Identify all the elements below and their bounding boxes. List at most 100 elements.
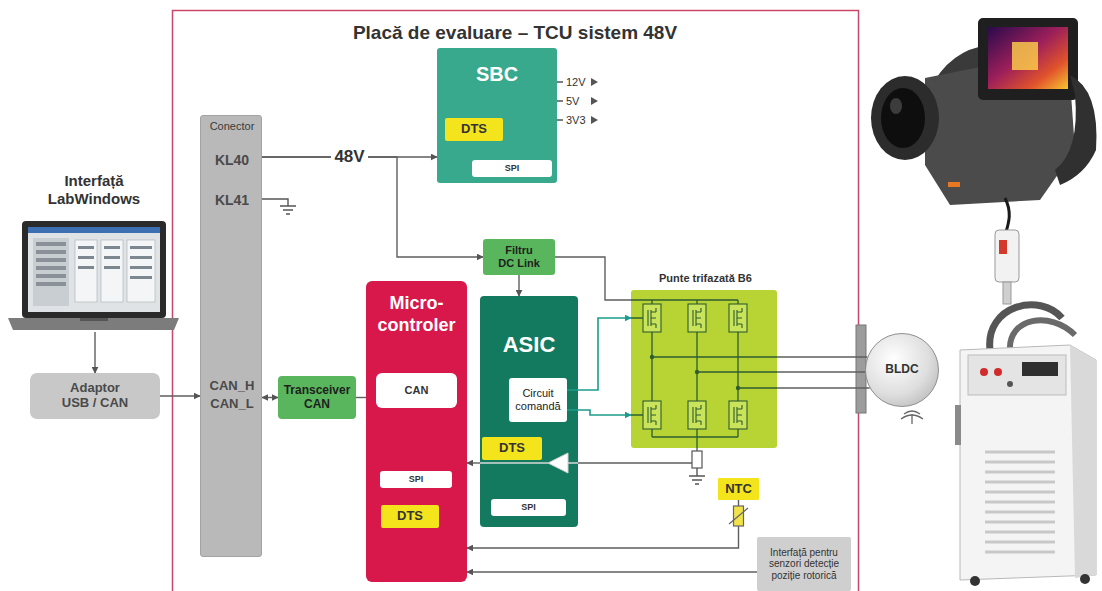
can-block-label: CAN	[405, 384, 429, 397]
ntc-resistor-symbol	[729, 508, 748, 524]
driver-block-label: Circuit comandă	[512, 387, 564, 412]
laptop-illustration	[78, 246, 94, 249]
spi-tag-label: SPI	[505, 163, 520, 173]
laptop-illustration	[130, 256, 152, 259]
ground-symbol	[280, 206, 296, 214]
laptop-illustration	[28, 227, 160, 312]
bridge-title: Punte trifazată B6	[659, 272, 789, 285]
bridge-schematic	[643, 401, 661, 429]
dts-tag: DTS	[482, 437, 542, 460]
bridge-schematic	[631, 290, 777, 448]
spi-tag: SPI	[491, 499, 566, 516]
thermal-chamber	[985, 531, 1055, 534]
bridge-schematic	[688, 401, 706, 429]
bridge-schematic	[736, 386, 740, 390]
thermal-chamber	[985, 451, 1055, 454]
thermal-camera	[948, 182, 960, 187]
laptop-illustration	[36, 282, 66, 286]
dts-tag-label: DTS	[397, 509, 423, 524]
connector	[467, 571, 757, 572]
supply-output-arrows	[591, 116, 598, 124]
supply-output-arrows	[591, 97, 598, 105]
dts-tag-label: DTS	[499, 441, 525, 456]
shunt-resistor	[692, 451, 702, 468]
thermal-chamber	[985, 521, 1055, 524]
laptop-illustration	[78, 256, 94, 259]
laptop-illustration	[130, 246, 152, 249]
ground-symbol	[262, 199, 296, 214]
thermal-camera	[1012, 42, 1038, 70]
bridge-schematic	[693, 308, 701, 328]
supply-output-arrows	[591, 78, 598, 86]
thermal-chamber	[985, 471, 1055, 474]
bridge-schematic	[648, 405, 656, 425]
bridge-schematic	[648, 308, 656, 328]
bridge-schematic	[652, 300, 738, 437]
edge-label: 48V	[331, 147, 367, 167]
thermal-chamber	[970, 576, 980, 586]
shunt-resistor	[689, 451, 705, 484]
spi-tag-label: SPI	[409, 474, 424, 484]
thermal-camera	[978, 18, 1078, 100]
spi-tag: SPI	[380, 471, 452, 488]
thermal-chamber	[1022, 362, 1058, 376]
bridge-box: Punte trifazată B6	[631, 290, 777, 448]
bridge-schematic	[652, 357, 777, 388]
connector	[467, 462, 480, 463]
temperature-probe	[1005, 198, 1009, 232]
adapter-box-label: Adaptor USB / CAN	[58, 381, 132, 411]
pin-name: CAN_L	[201, 396, 263, 412]
connector	[356, 397, 366, 398]
temperature-probe	[999, 240, 1007, 254]
voltage-rail-label: 12V	[566, 75, 586, 89]
connector	[777, 387, 870, 388]
bridge-schematic	[650, 355, 654, 359]
pin-name: CAN_H	[201, 378, 263, 394]
thermal-camera	[890, 98, 902, 114]
dts-tag: DTS	[445, 118, 503, 141]
laptop-illustration	[75, 240, 97, 302]
spi-tag-label: SPI	[521, 502, 536, 512]
thermal-chamber	[994, 368, 1002, 376]
laptop-illustration	[104, 246, 120, 249]
bridge-schematic	[729, 304, 747, 332]
adapter-box: Adaptor USB / CAN	[30, 373, 160, 419]
bridge-schematic	[734, 308, 742, 328]
connector	[262, 397, 278, 398]
dts-tag: DTS	[381, 505, 439, 528]
sensor-interface-box: Interfață pentru senzori detecție poziți…	[757, 537, 851, 591]
thermal-chamber	[990, 305, 1062, 350]
thermal-chamber	[985, 481, 1055, 484]
thermal-chamber	[968, 355, 1066, 395]
connector	[777, 356, 867, 357]
connector-block: ConectorKL40KL41CAN_HCAN_L	[200, 115, 262, 557]
position-sensor-symbol	[904, 411, 920, 414]
bridge-schematic	[643, 304, 747, 429]
pin-name: KL40	[201, 152, 263, 169]
thermal-chamber	[1070, 345, 1096, 578]
bridge-schematic	[648, 308, 742, 425]
filter-box: Filtru DC Link	[483, 239, 555, 275]
bridge-schematic	[688, 304, 706, 332]
ground-symbol	[262, 199, 288, 206]
voltage-rail-label: 5V	[566, 94, 579, 108]
bridge-schematic	[643, 304, 661, 332]
ntc-tag: NTC	[718, 478, 759, 500]
asic-internals	[548, 453, 568, 473]
laptop-illustration	[36, 242, 66, 246]
board-outline	[173, 11, 859, 591]
motor-circle: BLDC	[865, 333, 939, 407]
sensor-interface-box-label: Interfață pentru senzori detecție poziți…	[760, 547, 848, 582]
connector	[578, 448, 697, 463]
voltage-rail-label: 3V3	[566, 113, 586, 127]
spi-tag: SPI	[472, 160, 552, 177]
connector	[518, 275, 519, 296]
laptop-illustration	[127, 240, 155, 302]
dts-tag-label: DTS	[461, 122, 487, 137]
asic-box: ASICCircuit comandăDTSSPI	[480, 296, 578, 527]
bridge-schematic	[734, 405, 742, 425]
temperature-probe	[995, 198, 1019, 304]
connector-title: Conector	[201, 120, 263, 133]
laptop-illustration	[80, 318, 108, 321]
interface-title: Interfață LabWindows	[34, 172, 154, 208]
